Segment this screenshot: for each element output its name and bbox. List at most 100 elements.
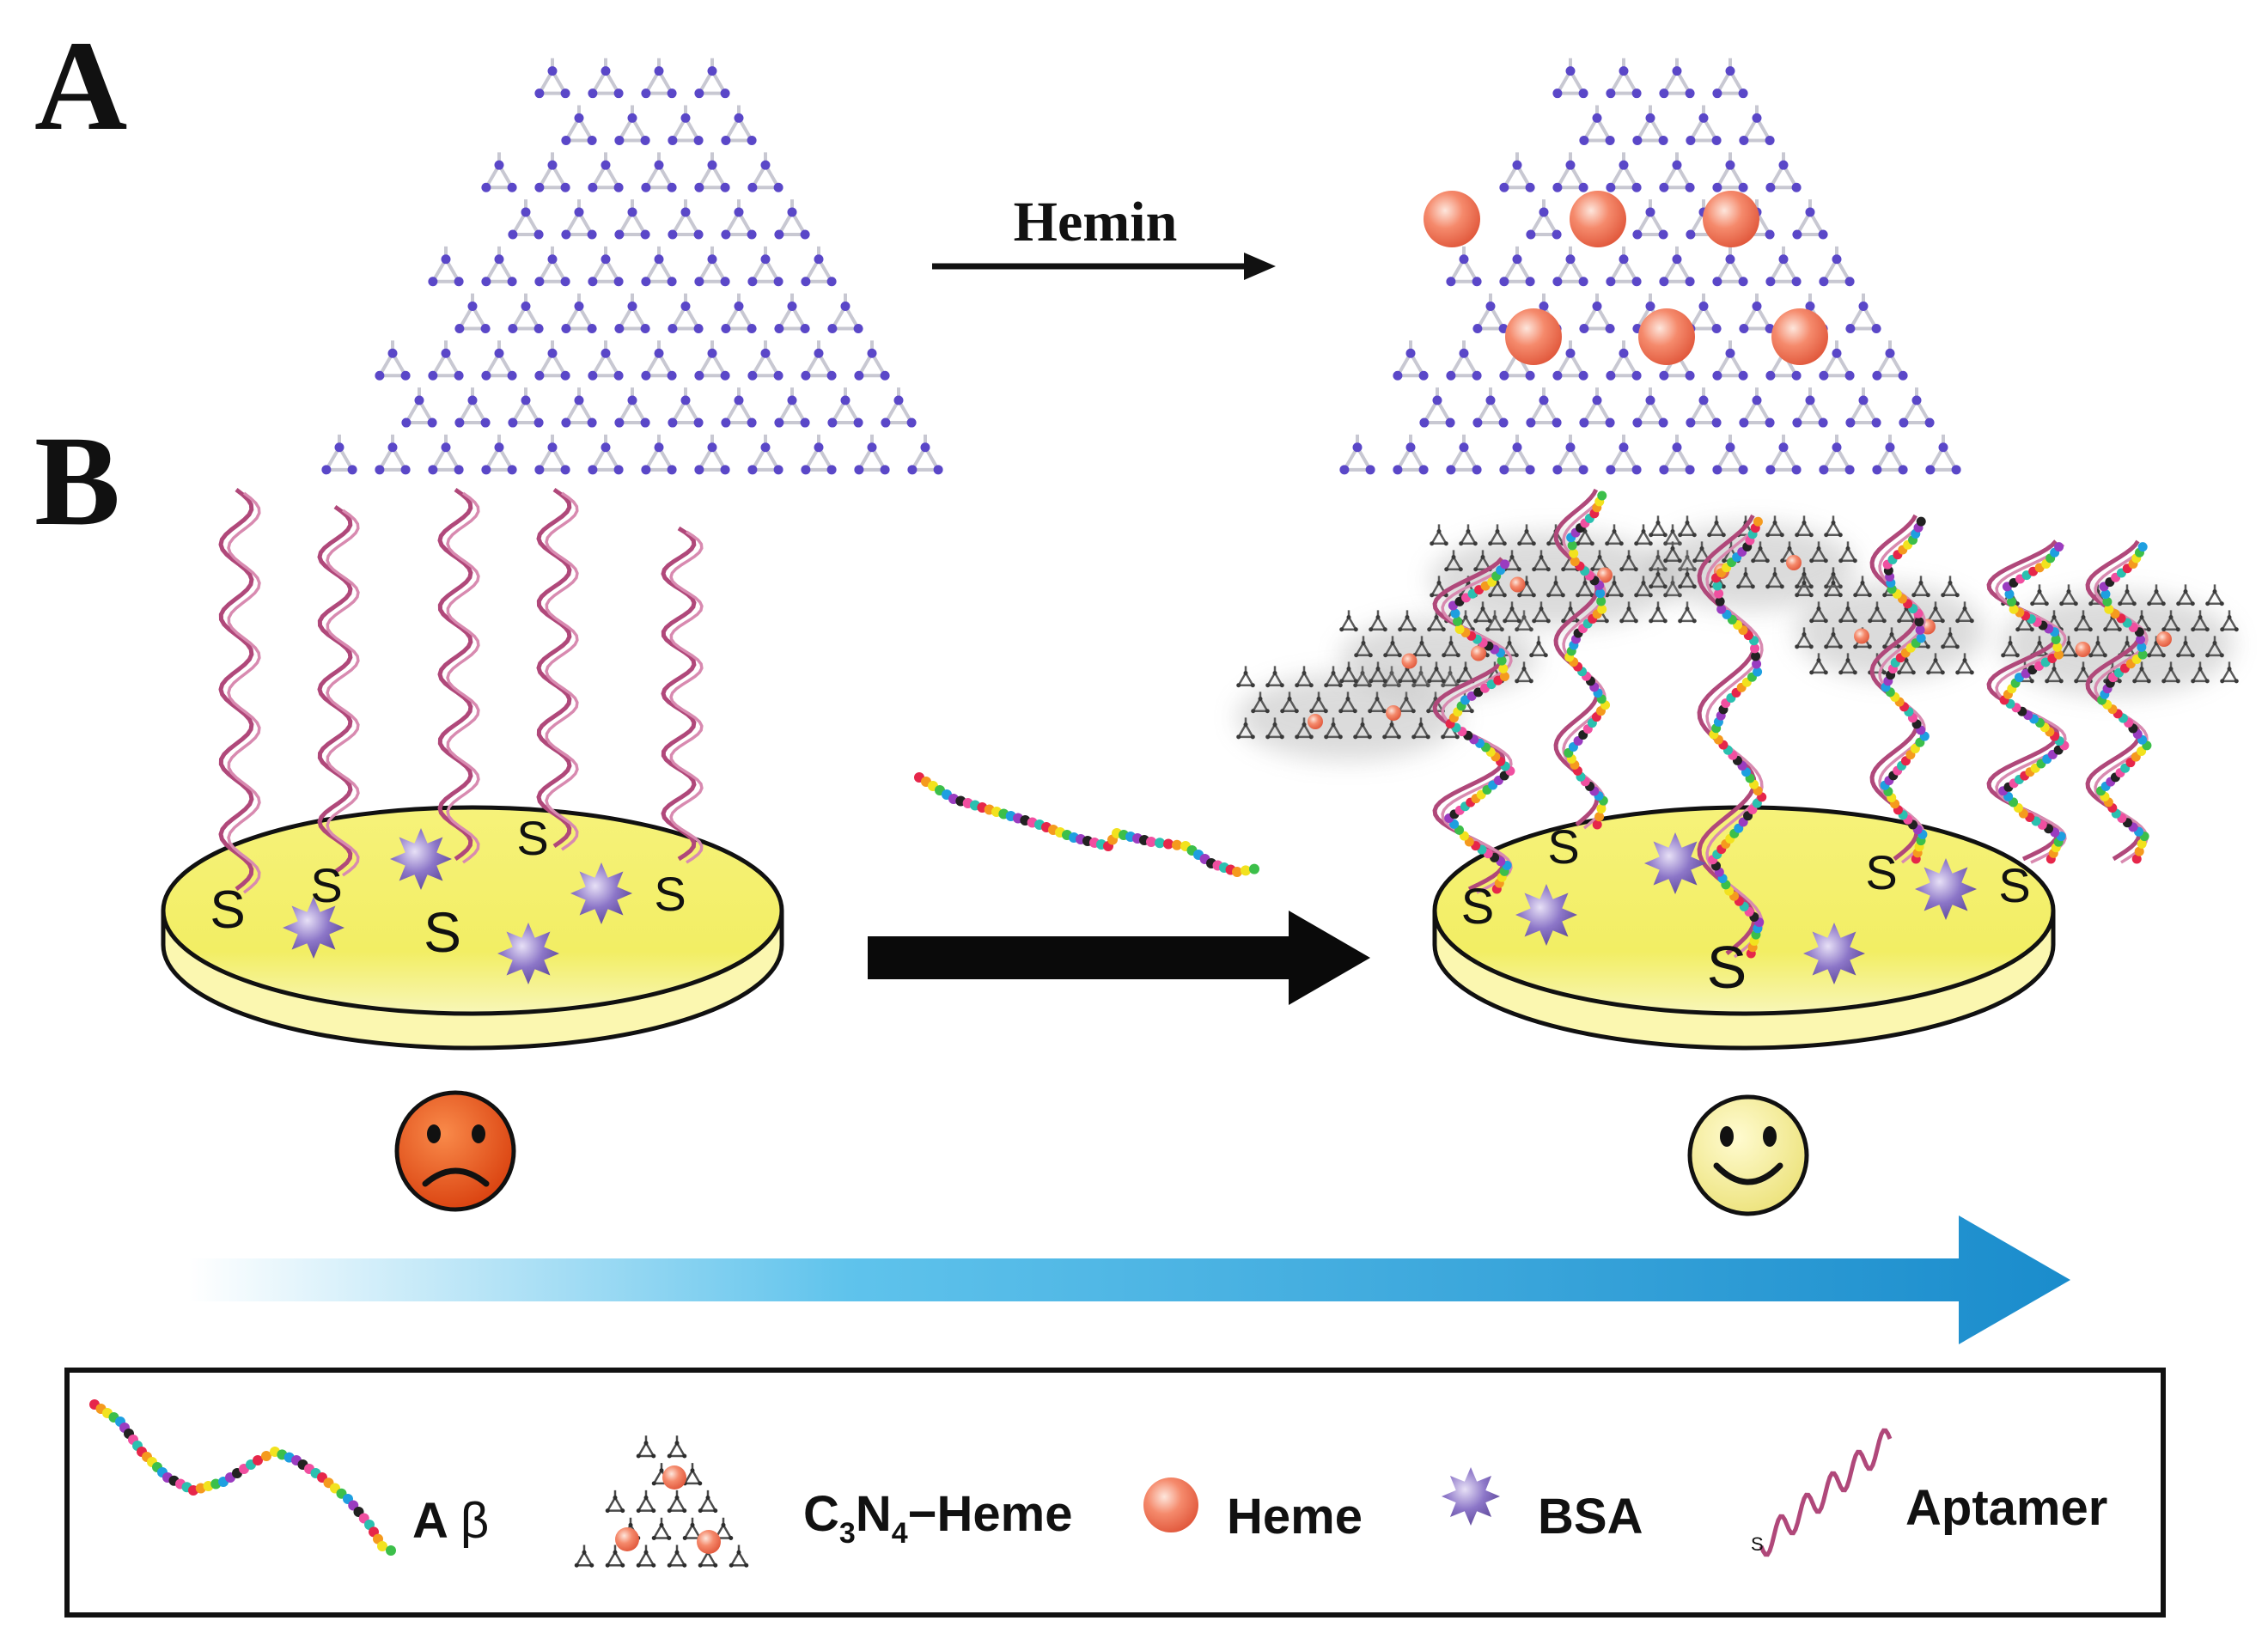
legend-aptamer-label: Aptamer	[1905, 1480, 2107, 1536]
peptide-bead	[1596, 803, 1606, 813]
peptide-bead	[2134, 846, 2144, 856]
thiol-label: S	[654, 867, 686, 921]
peptide-bead	[1570, 557, 1580, 567]
legend-c3n4-heme-label: C3N4−Heme	[803, 1486, 1072, 1550]
legend-aptamer-icon	[1759, 1428, 1893, 1557]
aptamer-strand	[218, 488, 254, 891]
signal-gradient-arrow	[189, 1215, 2070, 1344]
peptide-bead	[1241, 865, 1251, 876]
peptide-bead	[1163, 838, 1174, 850]
heme-sphere	[2075, 642, 2091, 657]
peptide-bead	[1499, 672, 1509, 681]
peptide-bead	[1500, 559, 1510, 570]
legend-abeta-icon	[89, 1399, 396, 1556]
sad-face-icon	[394, 1090, 516, 1212]
aptamer-strand	[536, 487, 572, 849]
peptide-bead	[1916, 633, 1926, 643]
peptide-bead	[1453, 616, 1463, 626]
peptide-bead	[2009, 604, 2019, 614]
peptide-bead	[2137, 649, 2148, 660]
peptide-bead	[1232, 867, 1242, 877]
aptamer-strand	[661, 526, 697, 862]
thiol-label: S	[1865, 845, 1897, 899]
peptide-bead	[377, 1541, 387, 1551]
peptide-bead	[2054, 542, 2064, 552]
heme-sphere	[1786, 555, 1802, 570]
heme-sphere	[1308, 714, 1323, 729]
heme-spheres-panel-a	[1424, 191, 1828, 365]
aptamers-left	[218, 487, 704, 894]
peptide-bead	[1569, 548, 1579, 558]
legend-bsa-label: BSA	[1538, 1489, 1643, 1544]
sheet-shadow	[1237, 674, 1460, 760]
peptide-bead	[1715, 596, 1725, 606]
peptide-bead	[1172, 839, 1182, 850]
legend-heme-icon	[1143, 1477, 1198, 1532]
thiol-label: S	[210, 880, 245, 940]
peptide-bead	[2131, 854, 2142, 864]
heme-sphere	[1854, 628, 1869, 644]
c3n4-flake	[1795, 576, 1974, 675]
peptide-bead	[1597, 604, 1607, 614]
aptamer-strand	[326, 509, 360, 877]
peptide-bead	[1450, 608, 1460, 618]
heme-sphere	[1424, 191, 1480, 247]
heme-sphere	[1570, 191, 1626, 247]
abeta-peptide-free	[914, 772, 1259, 877]
peptide-bead	[2137, 542, 2148, 552]
hemin-arrow	[932, 253, 1276, 280]
peptide-bead	[1454, 624, 1465, 634]
peptide-bead	[1567, 540, 1577, 551]
aptamer-strand	[1759, 1428, 1893, 1557]
peptide-bead	[1752, 659, 1762, 669]
thiol-label: S	[1547, 819, 1579, 874]
heme-sphere	[697, 1530, 721, 1554]
aptamer-strand	[317, 504, 353, 874]
peptide-bead	[1596, 596, 1606, 606]
peptide-bead	[1498, 663, 1509, 673]
peptide-bead	[1597, 490, 1607, 501]
gold-electrode-right	[1432, 805, 2056, 1051]
peptide-bead	[2004, 589, 2015, 600]
peptide-bead	[2102, 596, 2113, 606]
sheet-shadow	[1340, 618, 1538, 696]
peptide-bead	[1915, 624, 1925, 635]
bsa-star	[497, 923, 559, 984]
peptide-bead	[1714, 588, 1724, 599]
heme-sphere	[662, 1465, 686, 1490]
peptide-bead	[2136, 635, 2146, 645]
hemin-label: Hemin	[1014, 191, 1178, 253]
peptide-bead	[2007, 596, 2017, 606]
peptide-bead	[1753, 516, 1763, 527]
thiol-label: S	[310, 858, 342, 912]
bsa-star	[283, 897, 344, 959]
heme-sphere	[1771, 308, 1828, 365]
thiol-label: S	[516, 811, 548, 865]
peptide-bead	[2100, 589, 2111, 600]
peptide-bead	[1594, 812, 1605, 822]
gold-electrode-left	[161, 805, 784, 1051]
legend-c3n4-heme-icon	[574, 1435, 749, 1568]
peptide-bead	[261, 1451, 271, 1461]
heme-sphere	[1597, 567, 1613, 583]
bsa-star	[570, 862, 632, 924]
bsa-molecules	[283, 828, 1977, 984]
thiol-label: S	[424, 900, 461, 964]
peptide-bead	[2137, 838, 2147, 849]
aptamers-right	[1432, 488, 2152, 959]
legend-box	[64, 1368, 2166, 1618]
sheet-shadow	[2002, 593, 2234, 696]
peptide-bead	[1751, 651, 1761, 661]
heme-sphere	[615, 1527, 639, 1551]
legend-heme-label: Heme	[1227, 1489, 1363, 1544]
peptide-bead	[2053, 649, 2064, 660]
peptide-bead	[1497, 655, 1507, 666]
thiol-label: S	[1461, 879, 1495, 935]
bsa-star	[1442, 1467, 1500, 1526]
peptide-bead	[1249, 863, 1259, 874]
c3n4-sheet-plain	[321, 58, 943, 475]
happy-face-icon	[1687, 1094, 1809, 1216]
aptamer-strand	[227, 491, 261, 894]
thiol-label: S	[1998, 858, 2030, 912]
